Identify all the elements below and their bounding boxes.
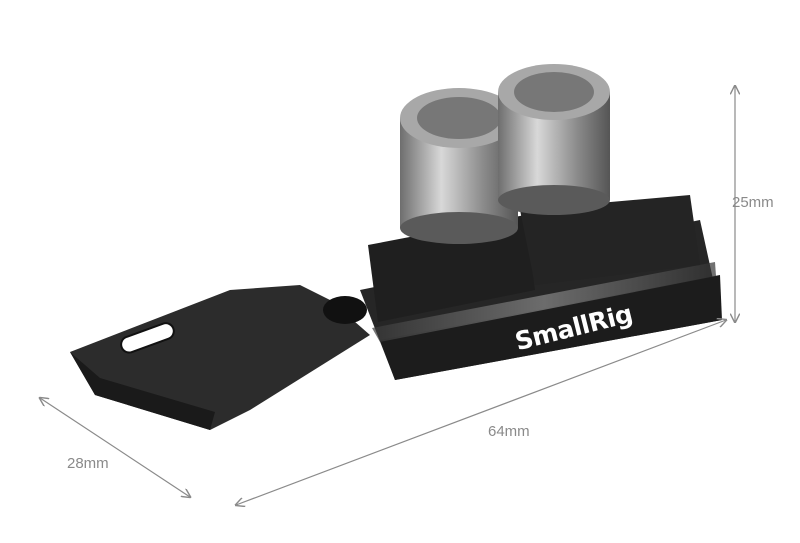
width-label: 28mm [67, 455, 109, 472]
mounting-arm [70, 285, 370, 430]
screw-hole [323, 296, 367, 324]
length-label: 64mm [488, 423, 530, 440]
strap-slot [120, 322, 175, 354]
width-dimension-line [40, 398, 190, 497]
thumb-screw-knob [498, 64, 610, 215]
height-label: 25mm [732, 194, 774, 211]
length-dimension-line [236, 320, 726, 505]
